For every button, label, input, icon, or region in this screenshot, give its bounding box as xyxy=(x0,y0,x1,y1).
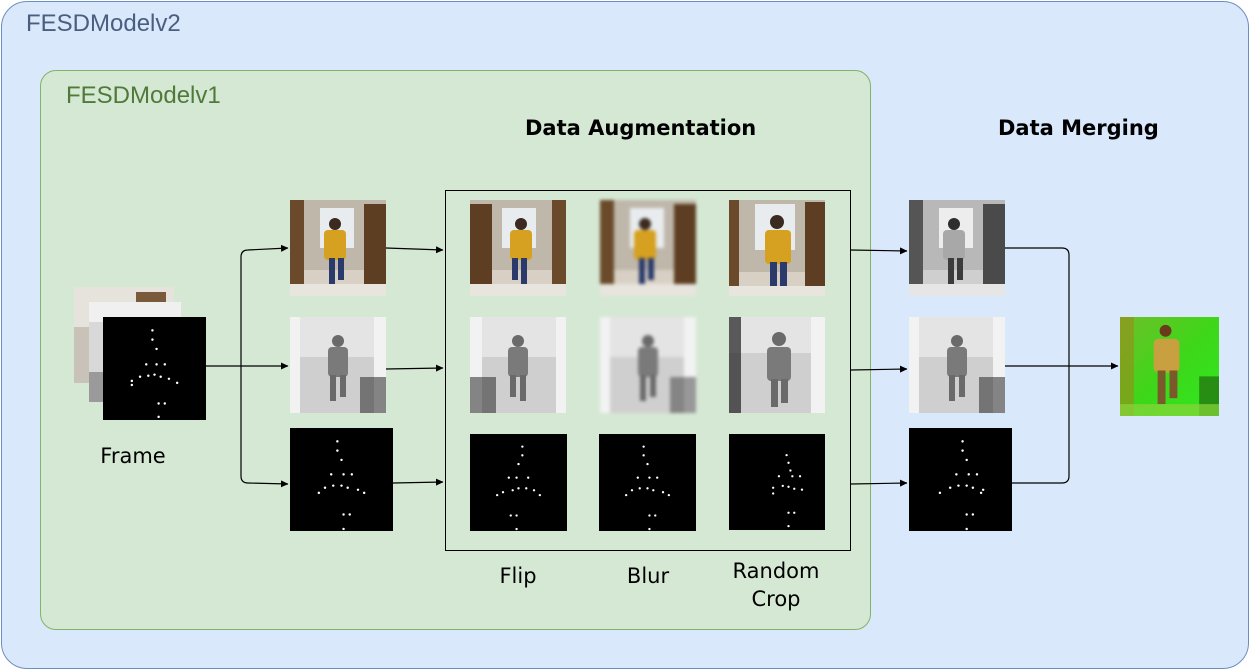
random-crop-label: Random Crop xyxy=(716,557,836,613)
frame-label: Frame xyxy=(100,444,166,468)
fesdmodelv1-title: FESDModelv1 xyxy=(66,82,221,109)
flip-label: Flip xyxy=(499,564,537,588)
random-crop-label-line2: Crop xyxy=(751,587,801,611)
merge-grayscale-thumbnail xyxy=(909,200,1005,296)
rgb-image-thumbnail xyxy=(290,200,386,296)
frame-stack-skeleton-thumbnail xyxy=(103,317,206,420)
flip-depth-thumbnail xyxy=(470,317,566,413)
flip-rgb-thumbnail xyxy=(470,200,566,296)
blur-skeleton-thumbnail xyxy=(599,434,696,531)
random-crop-label-line1: Random xyxy=(732,559,820,583)
crop-rgb-thumbnail xyxy=(729,200,825,296)
crop-depth-thumbnail xyxy=(729,317,825,413)
fesdmodelv2-title: FESDModelv2 xyxy=(26,10,181,37)
crop-skeleton-thumbnail xyxy=(729,434,825,530)
blur-depth-thumbnail xyxy=(600,317,696,413)
blur-rgb-thumbnail xyxy=(600,200,696,296)
merged-output-thumbnail xyxy=(1120,317,1219,416)
augmentation-box xyxy=(445,190,851,551)
data-augmentation-heading: Data Augmentation xyxy=(525,116,757,140)
depth-image-thumbnail xyxy=(290,317,386,413)
skeleton-image-thumbnail xyxy=(290,428,393,531)
merge-depth-thumbnail xyxy=(909,317,1005,413)
merge-skeleton-thumbnail xyxy=(909,428,1012,531)
flip-skeleton-thumbnail xyxy=(470,434,567,531)
data-merging-heading: Data Merging xyxy=(998,116,1159,140)
blur-label: Blur xyxy=(626,564,670,588)
